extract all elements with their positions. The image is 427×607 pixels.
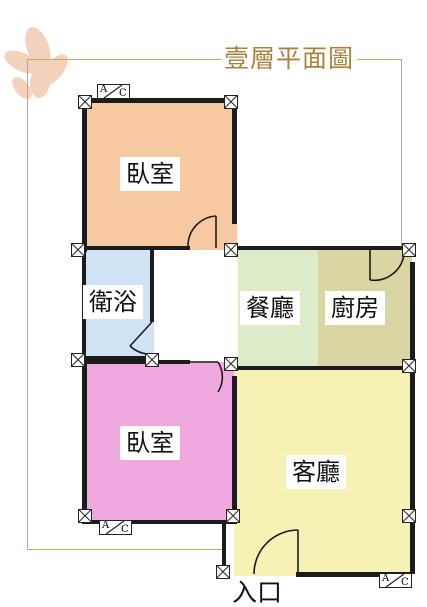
- ac-unit-living: A C: [379, 573, 412, 588]
- pillar-marker-icon: [78, 509, 92, 523]
- pillar-marker-icon: [402, 243, 416, 257]
- ac-slash-icon: [105, 521, 125, 534]
- pillar-marker-icon: [224, 243, 238, 257]
- hallway-room: [154, 250, 238, 360]
- wall-top-bedroom-top: [84, 98, 235, 103]
- pillar-marker-icon: [402, 359, 416, 373]
- ac-unit-bedroom-bottom: A C: [99, 520, 132, 535]
- ac-label-c: C: [119, 88, 127, 99]
- door-entrance: [253, 529, 299, 575]
- wall-bottom-living: [296, 572, 412, 577]
- frame-top-right: [357, 59, 402, 60]
- bathroom-label: 衛浴: [83, 285, 143, 319]
- bedroom-top-label: 臥室: [120, 157, 180, 191]
- frame-right: [401, 59, 402, 251]
- ac-label-c: C: [121, 524, 129, 535]
- wall-upper-right: [232, 246, 412, 250]
- wall-right-bedroom-top: [232, 98, 237, 224]
- pillar-marker-icon: [224, 95, 238, 109]
- wall-left-bedroom-bottom: [82, 360, 87, 524]
- bedroom-bottom-label: 臥室: [120, 426, 180, 460]
- pillar-marker-icon: [71, 353, 85, 367]
- ac-label-a: A: [100, 84, 108, 95]
- wall-living-top: [236, 366, 412, 370]
- ac-label-a: A: [382, 573, 390, 584]
- door-bedroom-top: [187, 215, 217, 248]
- flower-decoration-icon: [4, 26, 69, 99]
- frame-bottom: [27, 549, 225, 550]
- wall-right-kitchen: [410, 262, 415, 574]
- entrance-label: 入口: [232, 578, 283, 607]
- door-bathroom: [129, 321, 153, 355]
- ac-slash-icon: [103, 85, 123, 98]
- ac-label-a: A: [102, 520, 110, 531]
- wall-left-bedroom-top: [82, 98, 87, 252]
- pillar-marker-icon: [216, 565, 230, 579]
- dining-label: 餐廳: [240, 291, 300, 325]
- pillar-marker-icon: [226, 509, 240, 523]
- frame-top-left: [27, 59, 221, 60]
- wall-bottom-bedroom-bottom: [82, 520, 234, 524]
- pillar-marker-icon: [145, 353, 159, 367]
- wall-living-left-lower: [222, 522, 226, 576]
- ac-unit-top: A C: [97, 84, 130, 99]
- pillar-marker-icon: [78, 95, 92, 109]
- kitchen-label: 廚房: [325, 291, 385, 325]
- living-label: 客廳: [286, 455, 346, 489]
- frame-left: [27, 59, 28, 549]
- wall-right-bedroom-bottom: [232, 376, 237, 524]
- plan-title: 壹層平面圖: [221, 42, 357, 76]
- ac-label-c: C: [401, 577, 409, 588]
- pillar-marker-icon: [71, 243, 85, 257]
- pillar-marker-icon: [402, 509, 416, 523]
- wall-bathroom-bottom: [82, 356, 150, 360]
- pillar-marker-icon: [224, 357, 238, 371]
- wall-bedroom-bottom-top: [82, 360, 190, 364]
- door-kitchen: [369, 250, 405, 282]
- door-bedroom-bottom: [188, 361, 224, 393]
- wall-bathroom-partition: [150, 250, 154, 322]
- wall-bedroom-top-bottom-left: [82, 246, 190, 250]
- ac-slash-icon: [385, 574, 405, 587]
